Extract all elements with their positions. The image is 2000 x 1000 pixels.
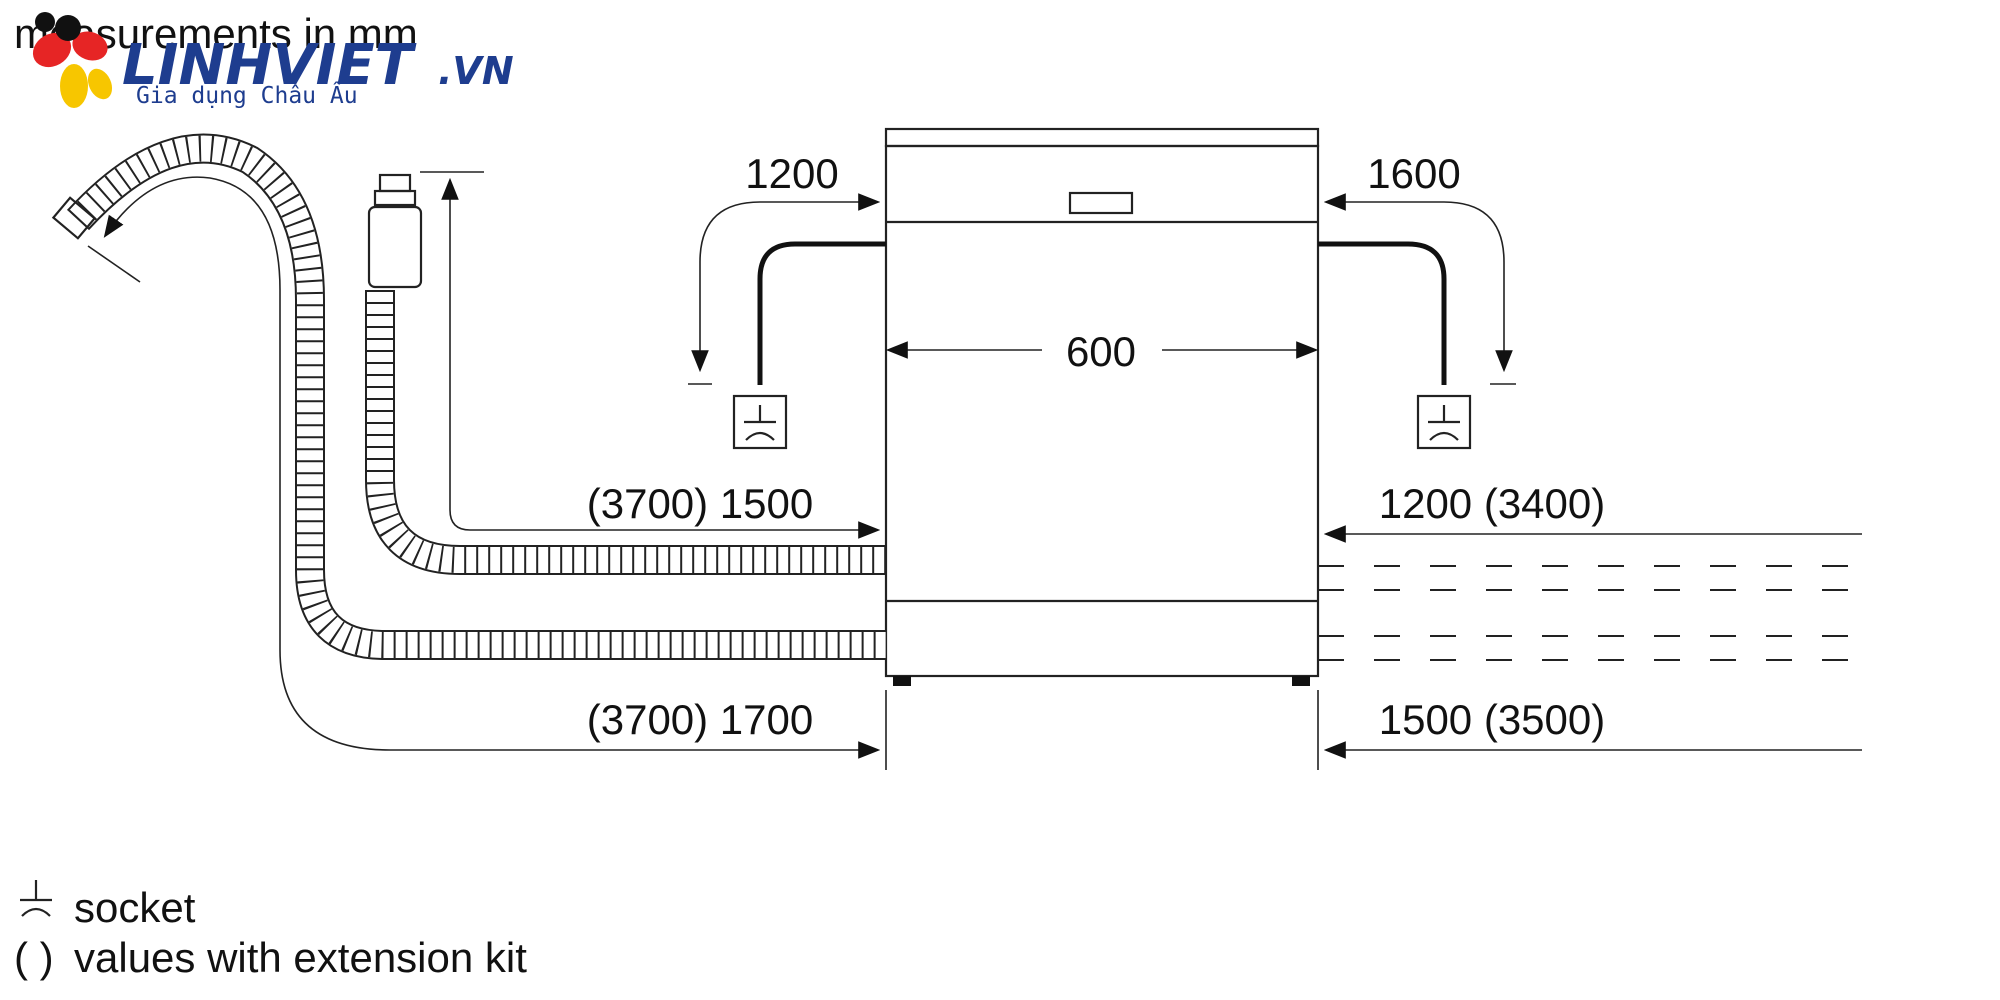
inlet-hose-right-dimension: 1200 (3400) xyxy=(1323,480,1862,543)
drain-hose-right-label: 1500 (3500) xyxy=(1379,696,1606,743)
socket-icon xyxy=(20,880,52,917)
inlet-hose-right-label: 1200 (3400) xyxy=(1379,480,1606,527)
logo-tagline: Gia dụng Châu Âu xyxy=(136,81,358,109)
power-cable-right-label: 1600 xyxy=(1367,150,1460,197)
logo-domain: .VN xyxy=(438,49,514,93)
brand-logo: LINHVIET .VN Gia dụng Châu Âu xyxy=(32,12,514,109)
width-dimension: 600 xyxy=(885,328,1319,375)
drain-hose-left-dimension: (3700) 1700 xyxy=(87,176,881,759)
drain-hose-right-dimension: 1500 (3500) xyxy=(1323,696,1862,759)
width-label: 600 xyxy=(1066,328,1136,375)
drain-hose-left-label: (3700) 1700 xyxy=(587,696,814,743)
legend-socket-label: socket xyxy=(74,884,196,931)
inlet-hose-left-dimension: (3700) 1500 xyxy=(420,171,881,539)
power-cable-right: 1600 xyxy=(1318,150,1516,385)
dishwasher-icon xyxy=(884,127,1320,686)
legend-extension-label: values with extension kit xyxy=(74,934,527,981)
socket-icon xyxy=(1416,394,1472,450)
power-cable-left-label: 1200 xyxy=(745,150,838,197)
power-cable-left: 1200 xyxy=(688,150,886,385)
socket-icon xyxy=(732,394,788,450)
right-inlet-hose-dashed xyxy=(1318,565,1860,661)
legend-extension-symbol: ( ) xyxy=(14,934,54,981)
legend: socket ( ) values with extension kit xyxy=(14,880,527,981)
logo-name: LINHVIET xyxy=(122,33,417,98)
inlet-hose-left-label: (3700) 1500 xyxy=(587,480,814,527)
logo-flower-icon xyxy=(32,12,113,108)
